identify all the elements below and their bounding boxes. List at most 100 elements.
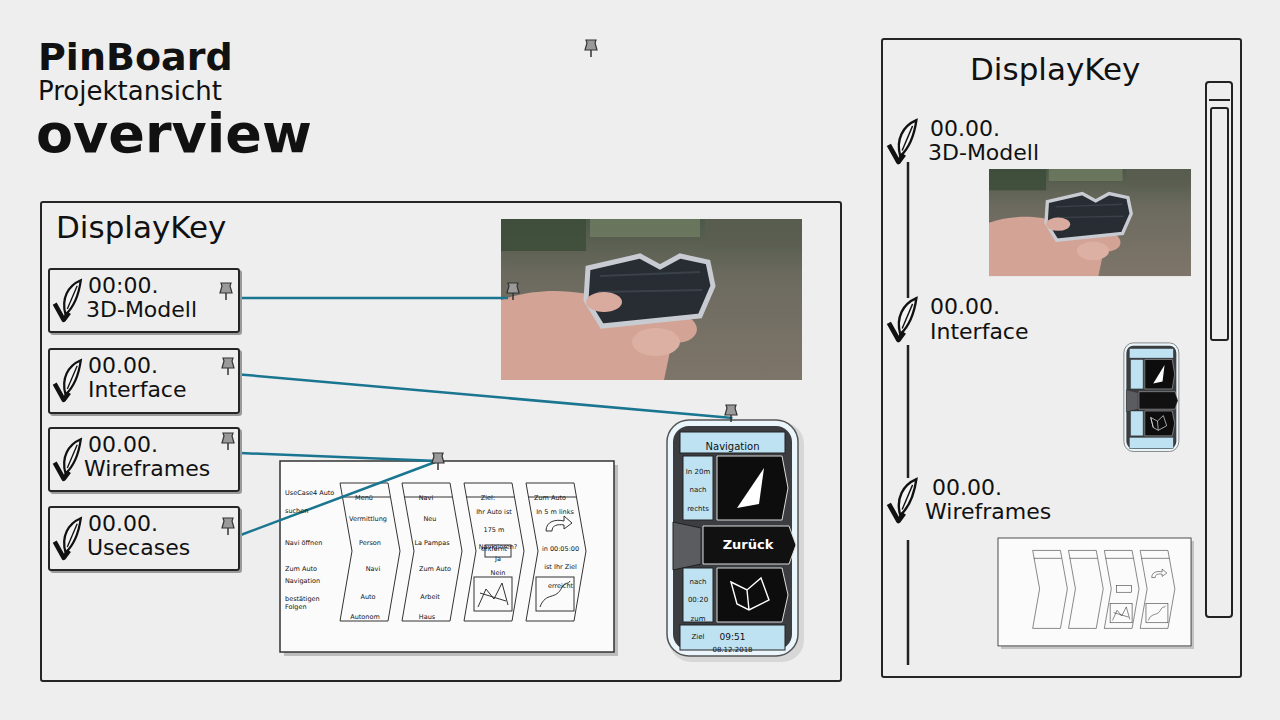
timeline-label: 3D-Modell — [928, 140, 1039, 165]
wireframe-sketch-part-part — [478, 583, 508, 607]
timeline-label-wrap: 00.00. — [930, 116, 1000, 141]
entry-box-text-wrap: Interface — [88, 377, 187, 402]
wireframe-sheet-text: Ja — [495, 555, 501, 563]
timeline-label: 00.00. — [930, 294, 1000, 319]
wireframe-sheet-text-wrap: Zum Auto — [528, 486, 572, 504]
wireframe-sheet-text: Zum Auto — [285, 565, 317, 573]
entry-box-text: 00.00. — [88, 353, 158, 378]
entry-box-text: 3D-Modell — [86, 297, 197, 322]
entry-box-text-wrap: 00:00. — [88, 273, 158, 298]
entry-box: 00.00.Interface — [48, 348, 240, 414]
entry-box-text: Wireframes — [84, 456, 210, 481]
device-screen-text: Zurück — [723, 537, 774, 552]
illustration-part — [55, 360, 81, 400]
pins-part — [507, 283, 519, 300]
device-screen-text: nach 00:20 zum Ziel — [688, 578, 708, 641]
device-screen-text: 08.12.2018 — [712, 646, 752, 654]
illustration-part — [998, 538, 1191, 646]
timeline-label: Wireframes — [925, 499, 1051, 524]
wireframe-sheet-text: Auto — [360, 593, 375, 601]
wireframe-sheet-text: Navigieren? — [479, 543, 518, 551]
photo-3d-model-part — [586, 292, 622, 312]
device-interface-part — [731, 578, 769, 610]
entry-box-text-wrap: Usecases — [87, 535, 190, 560]
panel-text: DisplayKey — [56, 209, 226, 245]
photo-3d-model — [501, 219, 802, 380]
wireframe-sheet-text-wrap: Haus — [406, 605, 448, 623]
timeline-part — [907, 540, 910, 665]
wireframe-sheet-text: Haus — [419, 613, 435, 621]
wireframe-sheet-text-wrap: In 5 m links — [535, 500, 575, 518]
device-screen-text-wrap: Zurück — [705, 535, 791, 553]
heading-label-wrap: overview — [36, 102, 312, 165]
wireframe-sheet-text: Zum Auto — [534, 494, 566, 502]
wireframe-sheet-text: Navi öffnen — [285, 539, 322, 547]
device-interface-part — [667, 420, 798, 656]
wireframe-sketch-part-part — [464, 483, 524, 621]
device-screen-text: In 20m nach rechts — [686, 468, 710, 513]
wireframe-sheet-text-wrap: Zum Auto — [285, 557, 337, 575]
wireframe-sheet-text: Ziel: — [481, 494, 495, 502]
heading-label-wrap: Projektansicht — [38, 76, 222, 106]
wireframe-sheet-text: in 00:05:00 ist Ihr Ziel erreicht — [542, 545, 579, 590]
illustration-part — [889, 298, 917, 340]
illustration-part — [55, 280, 81, 320]
wireframe-sketch — [280, 461, 614, 652]
wireframe-sheet-text: Nein — [491, 569, 506, 577]
panel-text-wrap: DisplayKey — [970, 51, 1140, 87]
wireframe-sheet-text: Vermittlung — [349, 515, 387, 523]
heading-label: Projektansicht — [38, 76, 222, 106]
wireframe-sheet: UseCase4 Auto suchenNavi öffnenZum AutoN… — [280, 461, 614, 652]
wireframe-sheet-text-wrap: Navi — [404, 486, 448, 504]
device-interface — [667, 420, 798, 656]
wireframe-sheet-text-wrap: Ziel: — [466, 486, 510, 504]
photo-3d-model-part — [598, 272, 702, 292]
timeline-label-wrap: 00.00. — [930, 294, 1000, 319]
wireframe-sheet-text-wrap: Arbeit — [410, 585, 450, 603]
wireframe-sheet-text-wrap: Navigieren? — [476, 535, 520, 553]
timeline — [907, 162, 910, 665]
wireframe-sheet-text-wrap: Neu — [408, 507, 452, 525]
device-interface-part — [703, 526, 796, 564]
pins-part — [725, 405, 737, 422]
wireframe-sheet-text: Navi — [419, 494, 434, 502]
device-interface-part — [717, 568, 788, 622]
wireframe-sheet-text-wrap: Auto — [348, 585, 388, 603]
device-interface-part — [683, 568, 713, 622]
wireframe-sheet-text: Folgen — [285, 603, 307, 611]
pins-part — [432, 453, 444, 470]
wireframe-sheet-text-wrap: Nein — [476, 561, 520, 579]
illustration-part — [669, 422, 804, 662]
wireframe-sheet-text-wrap: Navigation bestätigen — [285, 569, 337, 606]
entry-box-text: Usecases — [87, 535, 190, 560]
wireframe-sketch-part-part — [474, 577, 512, 611]
entry-box-text-wrap: 3D-Modell — [86, 297, 197, 322]
illustration-part — [889, 479, 917, 521]
illustration-part — [1124, 343, 1179, 452]
wireframe-sheet-text: Arbeit — [420, 593, 440, 601]
wireframe-sheet-text: Zum Auto — [419, 565, 451, 573]
pins-part — [222, 433, 234, 450]
device-interface-part — [673, 522, 701, 570]
illustration-part — [55, 518, 81, 558]
entry-box-text: 00.00. — [88, 511, 158, 536]
entry-box: 00.00.Wireframes — [48, 427, 240, 492]
scrollbar — [1206, 82, 1232, 617]
wireframe-sheet-text-wrap: Navi — [353, 557, 393, 575]
wireframe-sheet-text-wrap: Autonom — [344, 605, 386, 623]
illustration-part — [55, 439, 81, 479]
illustration-part — [280, 461, 614, 652]
pins-part — [220, 283, 232, 300]
wireframe-sheet-text: Navi — [366, 565, 381, 573]
page-title: PinBoard — [38, 35, 233, 79]
pin-connector — [240, 453, 438, 461]
wireframe-sheet-text-wrap: Vermittlung — [346, 507, 390, 525]
device-interface-part — [680, 432, 785, 453]
wireframe-sketch-part-part — [546, 516, 572, 531]
pin-connector — [240, 374, 733, 418]
pins-part — [222, 358, 234, 375]
device-interface-part — [717, 456, 788, 520]
device-screen-text-wrap: nach 00:20 zum Ziel — [684, 570, 712, 644]
wireframe-sketch-part — [280, 461, 614, 652]
entry-box-text: 00:00. — [88, 273, 158, 298]
